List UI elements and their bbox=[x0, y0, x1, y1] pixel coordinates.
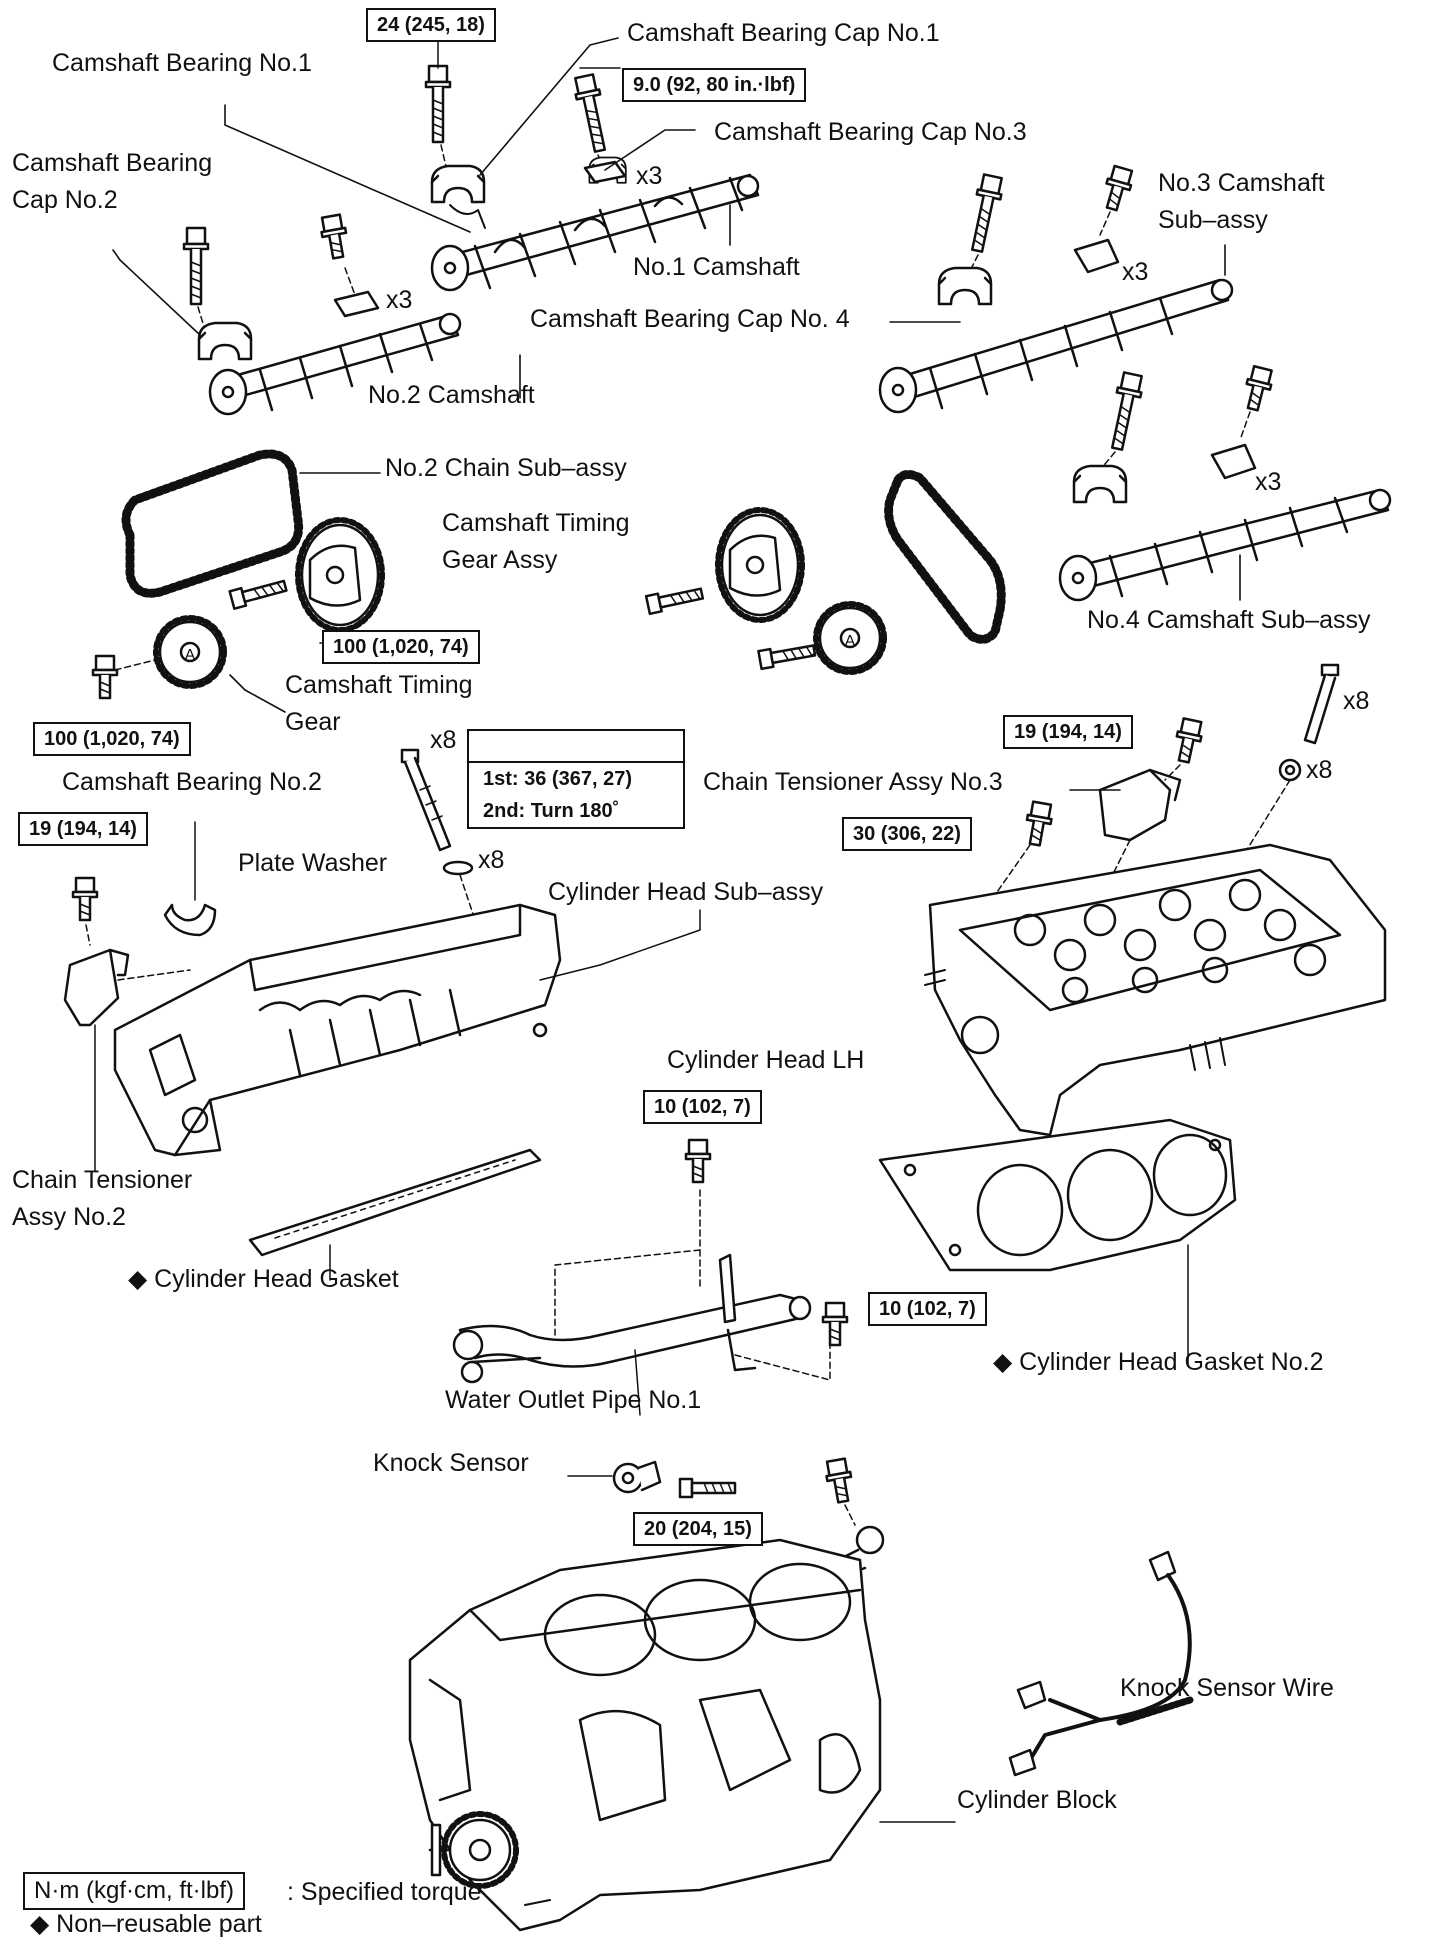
label-plate-washer: Plate Washer bbox=[238, 849, 388, 877]
label-timing-gear-assy-line2: Gear Assy bbox=[442, 546, 558, 574]
qty-x8: x8 bbox=[1343, 687, 1370, 715]
label-cylinder-block: Cylinder Block bbox=[957, 1786, 1117, 1814]
label-head-lh: Cylinder Head LH bbox=[667, 1046, 865, 1074]
cylinder-head-sub-assy bbox=[113, 903, 701, 1157]
torque-step-2: 2nd: Turn 180˚ bbox=[483, 800, 620, 822]
torque-knock-sensor: 20 (204, 15) bbox=[633, 1512, 763, 1546]
legend-torque-unit: N·m (kgf·cm, ft·lbf) bbox=[23, 1872, 245, 1910]
qty-x8: x8 bbox=[478, 846, 505, 874]
qty-x3: x3 bbox=[1255, 468, 1282, 496]
label-no4-camshaft: No.4 Camshaft Sub–assy bbox=[1087, 606, 1371, 634]
label-tensioner-2-line2: Assy No.2 bbox=[12, 1203, 126, 1231]
knock-sensor-wire bbox=[1008, 1550, 1194, 1777]
label-head-gasket: ◆ Cylinder Head Gasket bbox=[128, 1265, 399, 1293]
label-bearing-2: Camshaft Bearing No.2 bbox=[62, 768, 322, 796]
right-head-bolts bbox=[1224, 663, 1340, 886]
label-knock-wire: Knock Sensor Wire bbox=[1120, 1674, 1334, 1702]
label-no1-camshaft: No.1 Camshaft bbox=[633, 253, 800, 281]
label-bearing-cap-1: Camshaft Bearing Cap No.1 bbox=[627, 19, 940, 47]
torque-step-1: 1st: 36 (367, 27) bbox=[483, 768, 632, 790]
label-bearing-cap-3: Camshaft Bearing Cap No.3 bbox=[714, 118, 1027, 146]
qty-x3: x3 bbox=[386, 286, 413, 314]
cylinder-head-gasket-left bbox=[248, 1148, 542, 1281]
chain-tensioner-no2-part bbox=[63, 876, 191, 1171]
qty-x8: x8 bbox=[1306, 756, 1333, 784]
label-head-sub-assy: Cylinder Head Sub–assy bbox=[548, 878, 824, 906]
label-head-gasket-2: ◆ Cylinder Head Gasket No.2 bbox=[993, 1348, 1324, 1376]
no2-camshaft-assembly bbox=[182, 212, 462, 416]
torque-timing-gear-assy: 100 (1,020, 74) bbox=[322, 630, 480, 664]
torque-bearing-cap-3: 9.0 (92, 80 in.·lbf) bbox=[622, 68, 807, 102]
label-bearing-cap-2-line1: Camshaft Bearing bbox=[12, 149, 213, 177]
qty-x3: x3 bbox=[1122, 258, 1149, 286]
label-bearing-cap-2-line2: Cap No.2 bbox=[12, 186, 118, 214]
timing-gear-left: A bbox=[91, 618, 224, 700]
torque-tensioner-3: 19 (194, 14) bbox=[1003, 715, 1133, 749]
legend-nonreusable: ◆ Non–reusable part bbox=[30, 1910, 262, 1938]
label-timing-gear-assy-line1: Camshaft Timing bbox=[442, 509, 630, 537]
head-bolt-torque-spec: 1st: 36 (367, 27) 2nd: Turn 180˚ bbox=[467, 729, 685, 829]
torque-bearing-cap-1: 24 (245, 18) bbox=[366, 8, 496, 42]
label-no2-chain: No.2 Chain Sub–assy bbox=[385, 454, 627, 482]
qty-x3: x3 bbox=[636, 162, 663, 190]
label-no3-camshaft-line2: Sub–assy bbox=[1158, 206, 1268, 234]
label-no3-camshaft-line1: No.3 Camshaft bbox=[1158, 169, 1325, 197]
cylinder-head-lh bbox=[924, 843, 1387, 1137]
no2-chain bbox=[121, 449, 304, 598]
label-tensioner-2-line1: Chain Tensioner bbox=[12, 1166, 193, 1194]
svg-text:A: A bbox=[185, 647, 196, 664]
torque-pipe-top: 10 (102, 7) bbox=[643, 1090, 762, 1124]
right-chain bbox=[884, 470, 1006, 644]
head-bolts-left bbox=[400, 748, 481, 936]
label-tensioner-3: Chain Tensioner Assy No.3 bbox=[703, 768, 1003, 796]
torque-timing-gear: 100 (1,020, 74) bbox=[33, 722, 191, 756]
label-knock-sensor: Knock Sensor bbox=[373, 1449, 529, 1477]
timing-gear-assy-right bbox=[644, 507, 805, 623]
label-timing-gear-line1: Camshaft Timing bbox=[285, 671, 473, 699]
torque-tensioner-2: 19 (194, 14) bbox=[18, 812, 148, 846]
cylinder-head-gasket-no2 bbox=[878, 1118, 1237, 1366]
label-water-pipe: Water Outlet Pipe No.1 bbox=[445, 1386, 702, 1414]
label-bearing-cap-4: Camshaft Bearing Cap No. 4 bbox=[530, 305, 850, 333]
no4-camshaft-assembly bbox=[1058, 364, 1392, 602]
svg-text:A: A bbox=[845, 633, 856, 650]
no1-camshaft-assembly bbox=[424, 29, 760, 292]
qty-x8: x8 bbox=[430, 726, 457, 754]
label-bearing-1: Camshaft Bearing No.1 bbox=[52, 49, 312, 77]
label-no2-camshaft: No.2 Camshaft bbox=[368, 381, 535, 409]
timing-gear-right: A bbox=[757, 604, 884, 672]
camshaft-bearing-no2-part bbox=[163, 821, 217, 937]
torque-tensioner-3b: 30 (306, 22) bbox=[842, 817, 972, 851]
timing-gear-assy-left bbox=[228, 517, 385, 633]
cylinder-block bbox=[408, 1538, 956, 1932]
label-timing-gear-line2: Gear bbox=[285, 708, 341, 736]
water-outlet-pipe bbox=[452, 1138, 849, 1416]
leader-lines bbox=[112, 37, 1241, 791]
torque-pipe-right: 10 (102, 7) bbox=[868, 1292, 987, 1326]
no3-camshaft-assembly bbox=[878, 163, 1234, 414]
legend-torque-desc: : Specified torque bbox=[287, 1878, 482, 1906]
